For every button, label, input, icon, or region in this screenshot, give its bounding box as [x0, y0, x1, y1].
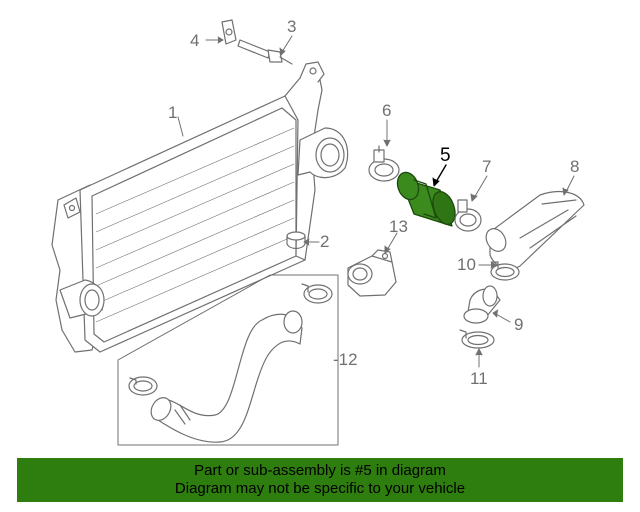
parts-diagram	[51, 19, 585, 446]
callout-10: 10	[457, 255, 476, 274]
leader-lines	[177, 35, 575, 368]
callout-4: 4	[190, 31, 200, 50]
part-6-clamp[interactable]	[368, 145, 400, 182]
callout-6: 6	[382, 101, 392, 120]
part-1-intercooler[interactable]	[51, 61, 349, 353]
part-10-clamp[interactable]	[490, 261, 520, 281]
part-13-housing[interactable]	[347, 249, 397, 297]
callout-2: 2	[320, 232, 330, 251]
part-8-air-tube[interactable]	[482, 191, 585, 270]
part-4-clip[interactable]	[221, 19, 237, 45]
callout-8: 8	[570, 157, 580, 176]
part-5-coupler-hose[interactable]	[394, 169, 459, 227]
callout-3: 3	[287, 17, 297, 36]
callout-7: 7	[482, 157, 492, 176]
part-3-bolt[interactable]	[237, 39, 293, 65]
part-7-clamp[interactable]	[454, 199, 482, 232]
part-9-elbow[interactable]	[463, 285, 501, 324]
banner-line-part: Part or sub-assembly is #5 in diagram	[194, 462, 446, 479]
callout-9: 9	[514, 315, 524, 334]
callout-13: 13	[389, 217, 408, 236]
part-2-cap[interactable]	[286, 231, 306, 250]
info-banner: Part or sub-assembly is #5 in diagram Di…	[17, 458, 623, 502]
callout-5: 5	[440, 145, 451, 166]
banner-line-disclaimer: Diagram may not be specific to your vehi…	[174, 480, 466, 497]
callout-1: 1	[168, 103, 178, 122]
callout-11: 11	[470, 369, 488, 388]
part-11-clamp[interactable]	[459, 329, 495, 349]
callout-12: -12	[333, 350, 358, 369]
part-12-hose-kit[interactable]	[117, 274, 339, 446]
